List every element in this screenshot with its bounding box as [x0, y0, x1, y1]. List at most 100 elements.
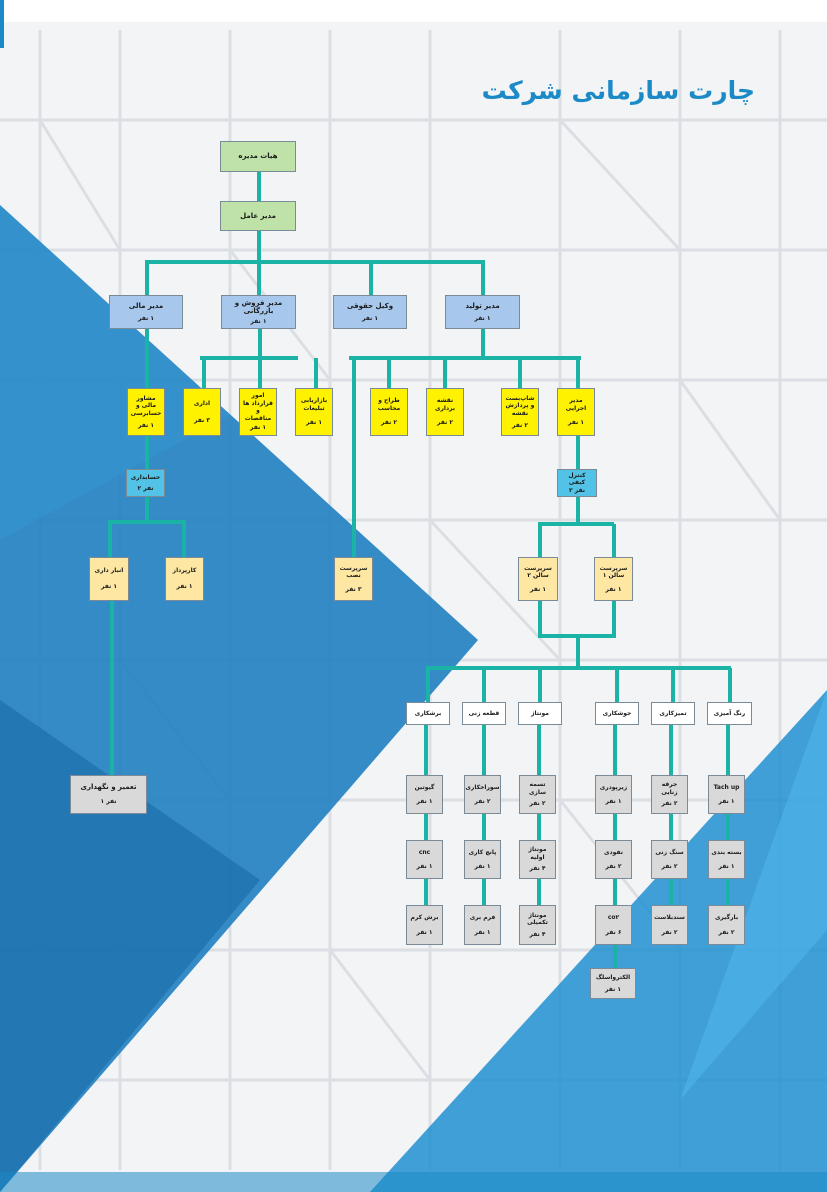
connector-line — [613, 725, 617, 775]
org-node-title: سندبلاست — [654, 914, 685, 921]
org-node-headcount: ۲ نفر — [511, 421, 529, 429]
connector-line — [537, 879, 541, 905]
org-node-headcount: ۳ نفر — [193, 416, 211, 424]
org-node-title: سنگ زنی — [655, 848, 684, 856]
connector-line — [145, 260, 485, 264]
org-node-headcount: ۲ نفر — [529, 800, 546, 808]
org-node-headcount: ۲ نفر — [661, 928, 678, 936]
connector-line — [482, 879, 486, 905]
org-node-headcount: ۲ نفر — [474, 797, 491, 805]
org-node-title: مدیر اجرایی — [565, 397, 587, 412]
connector-line — [202, 358, 206, 388]
connector-line — [258, 329, 262, 388]
org-node-headcount: ۴ نفر — [529, 865, 546, 873]
connector-line — [726, 725, 730, 775]
connector-line — [615, 668, 619, 702]
org-node-title: تمیزکاری — [659, 709, 687, 717]
connector-line — [669, 814, 673, 840]
org-node-title: سرپرست سالن ۲ — [524, 564, 552, 580]
org-node-headcount: ۱ نفر — [416, 797, 433, 805]
org-node-title: شاپ‌بست و پردازش نقشه — [505, 394, 535, 417]
org-node-title: برشکاری — [414, 709, 442, 717]
org-node-cutting: برشکاری — [406, 702, 450, 725]
org-node-cleaning: تمیزکاری — [651, 702, 695, 725]
org-node-title: سرپرست سالن ۱ — [599, 564, 628, 580]
org-node-headcount: ۱ نفر — [176, 583, 193, 591]
connector-line — [612, 524, 616, 557]
org-node-title: تعمیر و نگهداری — [80, 783, 137, 792]
connector-line — [110, 601, 114, 775]
org-node-headcount: ۱ نفر — [718, 797, 735, 805]
connector-line — [726, 879, 730, 905]
connector-line — [481, 329, 485, 356]
org-node-title: cnc — [418, 848, 431, 856]
org-node-title: رنگ آمیزی — [713, 709, 746, 717]
connector-line — [257, 172, 261, 201]
connector-line — [424, 725, 428, 775]
connector-line — [728, 668, 732, 702]
connector-line — [145, 262, 149, 295]
org-node-title: سرپرست نصب — [339, 564, 368, 580]
connector-line — [482, 668, 486, 702]
org-node-headcount: ۱ نفر — [474, 928, 491, 936]
org-node-title: سوراخکاری — [465, 783, 500, 791]
connector-line — [538, 668, 542, 702]
org-node-headcount: ۱ نفر — [605, 585, 622, 593]
connector-line — [613, 945, 617, 968]
org-node-board: هیات مدیره — [220, 141, 296, 172]
connector-line — [257, 231, 261, 262]
org-node-title: گیوتین — [414, 783, 435, 791]
connector-line — [482, 725, 486, 775]
connector-line — [182, 522, 186, 557]
org-node-title: co۲ — [607, 914, 620, 921]
connector-line — [426, 668, 430, 702]
org-node-headcount: ۲ نفر — [436, 419, 454, 427]
org-node-headcount: ۱ نفر — [137, 314, 155, 322]
connector-line — [443, 358, 447, 388]
connector-line — [108, 520, 186, 524]
org-node-title: کارپرداز — [172, 567, 197, 575]
org-node-headcount: ۲ نفر — [718, 928, 735, 936]
connector-line — [669, 879, 673, 905]
org-node-assembly: مونتاژ — [518, 702, 562, 725]
org-node-title: مدیر تولید — [465, 301, 500, 310]
connector-line — [669, 725, 673, 775]
connector-line — [576, 634, 580, 668]
org-node-title: امور قرارداد ها و مناقصات — [243, 392, 273, 422]
org-node-title: اداری — [193, 399, 211, 407]
org-node-title: مشاور مالی و حسابرسی — [130, 394, 162, 417]
connector-line — [538, 524, 542, 557]
org-node-title: کنترل کیفی — [568, 471, 586, 487]
org-node-title: قطعه زنی — [468, 709, 500, 717]
org-node-headcount: ۱ نفر — [529, 585, 547, 593]
org-node-title: بارگیری — [714, 914, 739, 921]
org-node-title: بسته بندی — [711, 848, 742, 856]
org-node-electrode: الکترواسلگ ۱ نفر — [590, 968, 636, 999]
connector-line — [387, 358, 391, 388]
org-node-headcount: ۱ نفر — [305, 419, 323, 427]
org-node-title: نفودی — [604, 848, 623, 856]
org-node-painting: رنگ آمیزی — [707, 702, 752, 725]
org-node-title: الکترواسلگ — [595, 974, 631, 981]
org-node-sandblast: سندبلاست ۲ نفر — [651, 905, 688, 945]
org-node-headcount: ۱ نفر — [604, 985, 622, 993]
connector-line — [482, 814, 486, 840]
org-node-title: پانچ کاری — [468, 848, 497, 856]
org-node-headcount: ۱ نفر — [474, 862, 491, 870]
org-node-admin: اداری ۳ نفر — [183, 388, 221, 436]
